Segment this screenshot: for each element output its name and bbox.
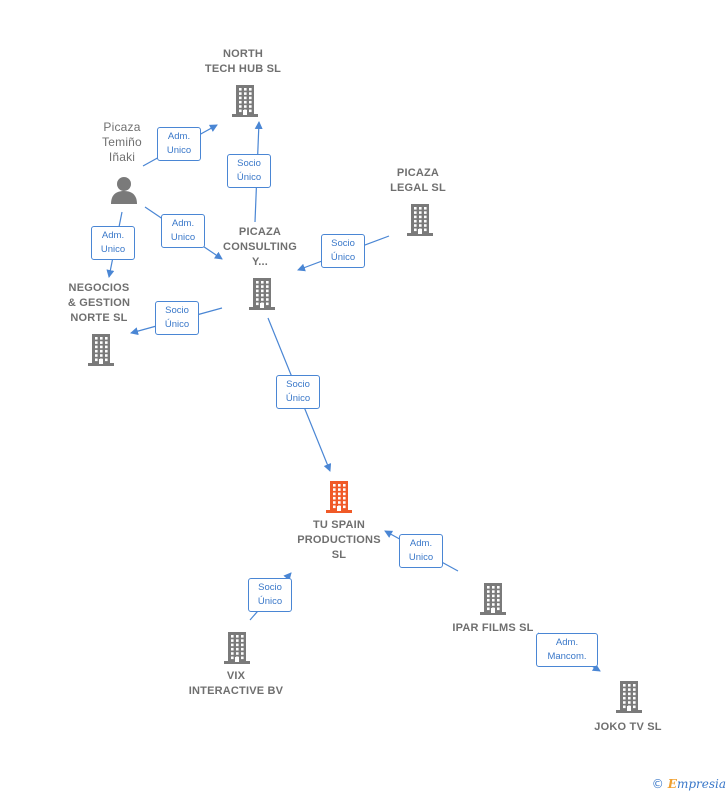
edge-label-ipar-to-tu_spain[interactable]: Adm. Unico [399,534,443,568]
building-icon[interactable] [247,277,277,316]
building-icon[interactable] [86,333,116,372]
node-label-picaza_consulting[interactable]: PICAZA CONSULTING Y... [223,225,297,268]
building-icon[interactable] [222,631,252,670]
node-label-person[interactable]: Picaza Temiño Iñaki [102,119,142,164]
copyright-symbol: © [651,777,664,791]
building-icon[interactable] [230,84,260,123]
edge-label-picaza_legal-to-picaza_consulting[interactable]: Socio Único [321,234,365,268]
edge-label-person-to-negocios[interactable]: Adm. Unico [91,226,135,260]
edge-label-person-to-north[interactable]: Adm. Unico [157,127,201,161]
edge-label-picaza_consulting-to-negocios[interactable]: Socio Único [155,301,199,335]
building-icon-focus[interactable] [324,480,354,519]
edge-label-picaza_consulting-to-north[interactable]: Socio Único [227,154,271,188]
node-label-north[interactable]: NORTH TECH HUB SL [204,48,282,75]
node-label-tu_spain[interactable]: TU SPAIN PRODUCTIONS SL [297,518,381,561]
edge-label-ipar-to-joko[interactable]: Adm. Mancom. [536,633,598,667]
building-icon[interactable] [614,680,644,719]
brand-rest: mpresia [676,777,726,791]
building-icon[interactable] [478,582,508,621]
edge-label-vix-to-tu_spain[interactable]: Socio Único [248,578,292,612]
brand-e: E [667,777,677,791]
building-icon[interactable] [405,203,435,242]
edge-label-person-to-picaza_consulting[interactable]: Adm. Unico [161,214,205,248]
node-label-joko[interactable]: JOKO TV SL [594,720,662,733]
node-label-ipar[interactable]: IPAR FILMS SL [452,621,534,634]
node-label-picaza_legal[interactable]: PICAZA LEGAL SL [390,167,446,194]
node-label-vix[interactable]: VIX INTERACTIVE BV [188,670,284,697]
node-label-negocios[interactable]: NEGOCIOS & GESTION NORTE SL [67,281,131,324]
person-icon[interactable] [109,175,139,210]
edge-label-picaza_consulting-to-tu_spain[interactable]: Socio Único [276,375,320,409]
empresia-watermark: ©Empresia [652,777,726,791]
